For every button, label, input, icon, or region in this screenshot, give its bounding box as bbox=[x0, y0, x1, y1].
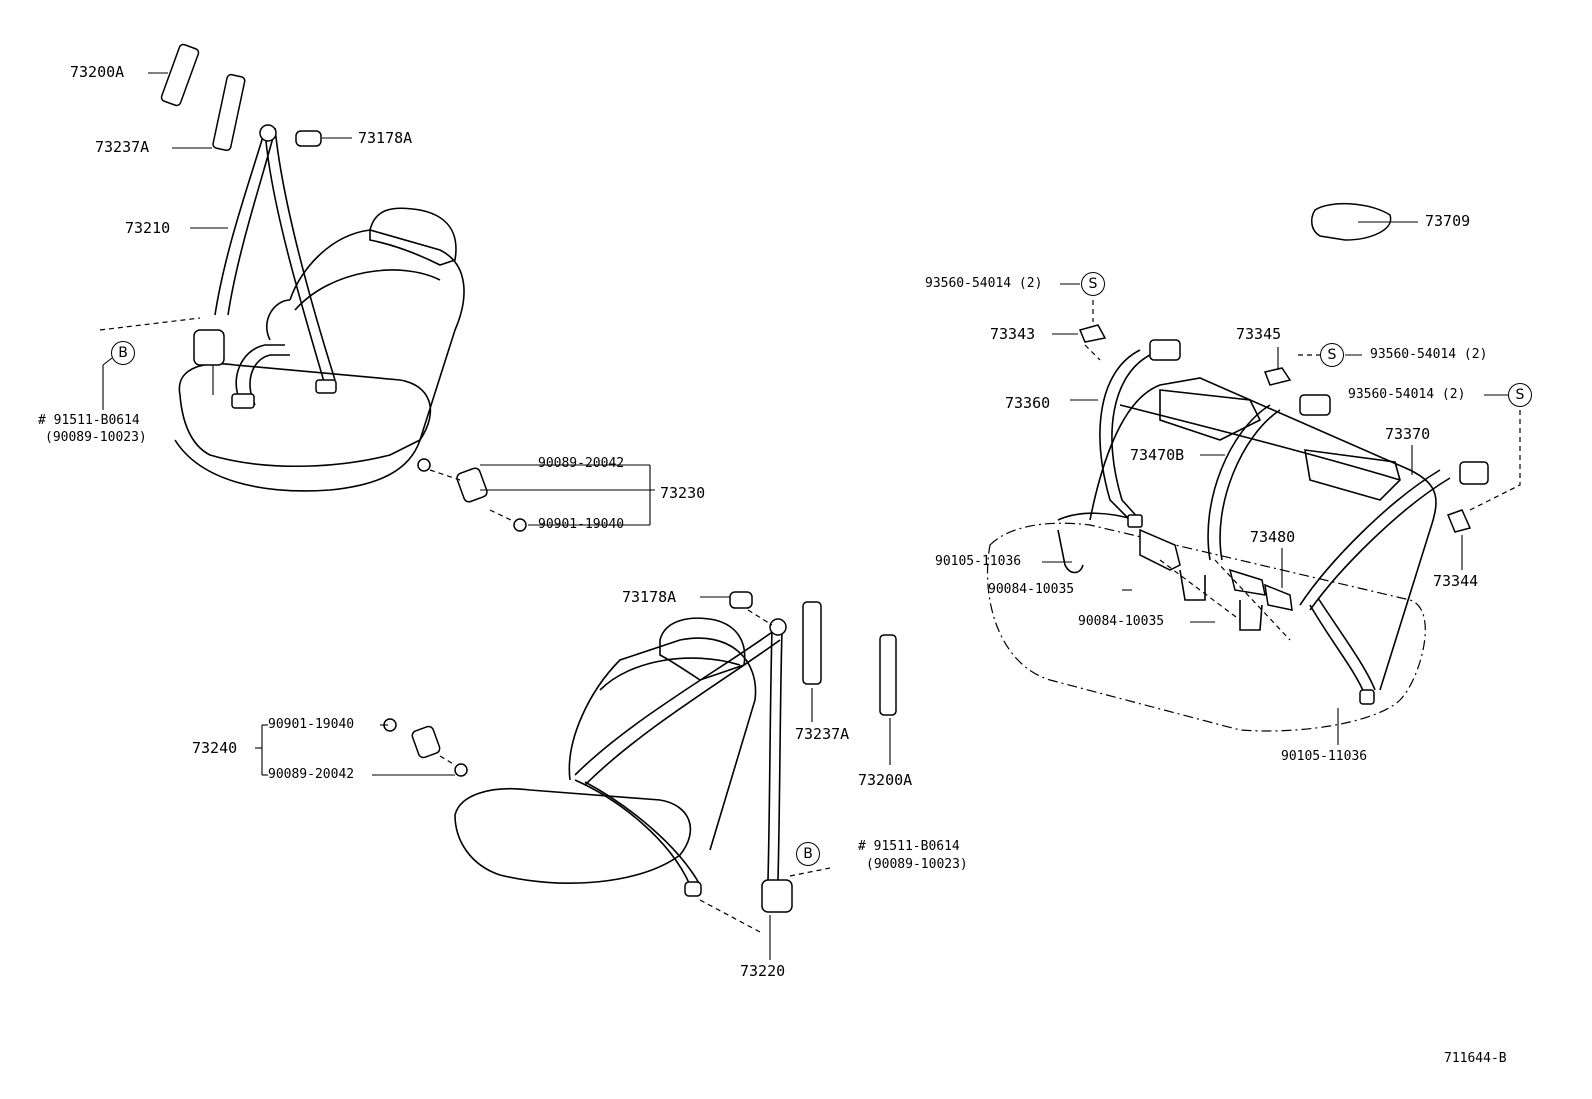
bolt-marker-bottom: B bbox=[796, 842, 820, 866]
rear-belts bbox=[1057, 202, 1489, 705]
leader-b-left-dash bbox=[99, 317, 201, 331]
label-73230: 73230 bbox=[660, 484, 706, 502]
label-90089-10023-left: (90089-10023) bbox=[45, 430, 147, 445]
label-73210: 73210 bbox=[125, 219, 171, 237]
label-93560-54014-a: 93560-54014 (2) bbox=[925, 276, 1043, 291]
label-90105-11036-b: 90105-11036 bbox=[1281, 749, 1368, 764]
label-73480: 73480 bbox=[1250, 528, 1296, 546]
label-90084-10035-a: 90084-10035 bbox=[988, 582, 1075, 597]
label-73178A-top: 73178A bbox=[358, 129, 413, 147]
label-90901-19040-left: 90901-19040 bbox=[268, 717, 355, 732]
label-90901-19040-mid: 90901-19040 bbox=[538, 517, 625, 532]
standard-marker-a: S bbox=[1081, 272, 1105, 296]
label-73200A-top: 73200A bbox=[70, 63, 125, 81]
label-73220: 73220 bbox=[740, 962, 786, 980]
front-belt-left bbox=[160, 43, 337, 409]
label-73345: 73345 bbox=[1236, 325, 1282, 343]
front-belt-bottom bbox=[574, 591, 897, 945]
label-73237A-top: 73237A bbox=[95, 138, 150, 156]
front-seat-bottom bbox=[454, 617, 757, 884]
label-73370: 73370 bbox=[1385, 425, 1431, 443]
label-73178A-bottom: 73178A bbox=[622, 588, 677, 606]
label-90089-20042-left: 90089-20042 bbox=[268, 767, 355, 782]
label-93560-54014-b: 93560-54014 (2) bbox=[1370, 347, 1488, 362]
label-90089-10023-bottom: (90089-10023) bbox=[866, 857, 968, 872]
label-91511-B0614-left: # 91511-B0614 bbox=[38, 413, 140, 428]
front-seat-left bbox=[174, 207, 465, 492]
diagram-code: 711644-B bbox=[1444, 1051, 1507, 1066]
label-91511-B0614-bottom: # 91511-B0614 bbox=[858, 839, 960, 854]
leader-s-c-dash bbox=[1469, 410, 1521, 511]
label-73237A-bottom: 73237A bbox=[795, 725, 850, 743]
label-73360: 73360 bbox=[1005, 394, 1051, 412]
buckle-73230 bbox=[417, 458, 527, 532]
standard-marker-b: S bbox=[1320, 343, 1344, 367]
label-73343: 73343 bbox=[990, 325, 1036, 343]
label-73200A-bottom: 73200A bbox=[858, 771, 913, 789]
standard-marker-c: S bbox=[1508, 383, 1532, 407]
bolt-marker-left: B bbox=[111, 341, 135, 365]
rear-seat bbox=[986, 377, 1437, 732]
label-73344: 73344 bbox=[1433, 572, 1479, 590]
label-73709: 73709 bbox=[1425, 212, 1471, 230]
label-93560-54014-c: 93560-54014 (2) bbox=[1348, 387, 1466, 402]
label-73240: 73240 bbox=[192, 739, 238, 757]
buckle-73240 bbox=[383, 718, 468, 777]
leader-lines bbox=[102, 72, 1508, 960]
label-90089-20042-mid: 90089-20042 bbox=[538, 456, 625, 471]
label-90105-11036-a: 90105-11036 bbox=[935, 554, 1022, 569]
label-90084-10035-b: 90084-10035 bbox=[1078, 614, 1165, 629]
label-73470B: 73470B bbox=[1130, 446, 1185, 464]
